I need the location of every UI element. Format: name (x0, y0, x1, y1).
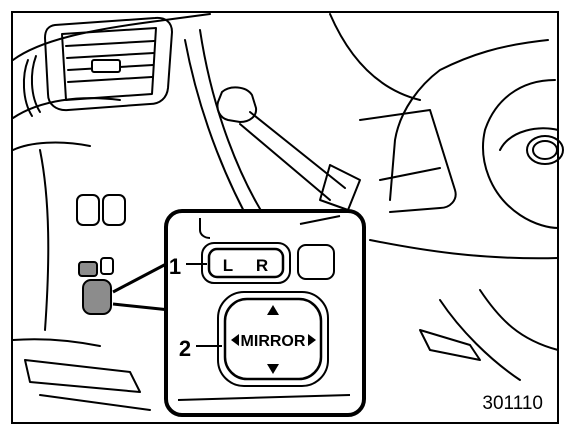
enlarged-switch-panel: L R MIRROR (166, 211, 364, 415)
blank-button (298, 245, 334, 279)
selector-right-label: R (256, 256, 268, 275)
callout-2-number: 2 (179, 336, 191, 361)
selector-left-label: L (223, 256, 233, 275)
figure-number: 301110 (482, 393, 543, 414)
callout-1-number: 1 (169, 254, 181, 279)
mirror-control[interactable]: MIRROR (218, 292, 328, 386)
mirror-label: MIRROR (241, 333, 306, 350)
selector-switch[interactable]: L R (202, 243, 290, 283)
